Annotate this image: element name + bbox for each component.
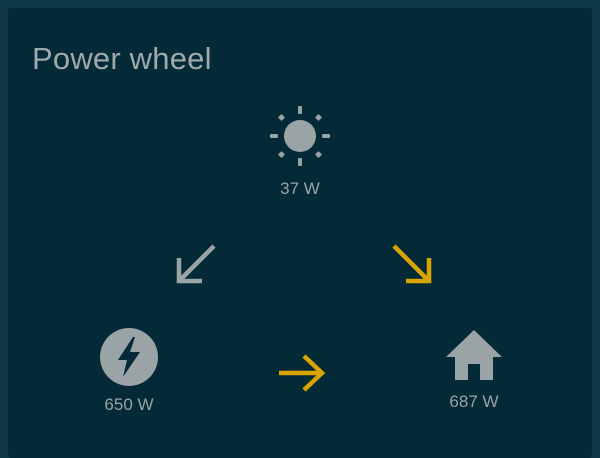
solar-power-value: 37 W (280, 179, 320, 198)
card-title: Power wheel (32, 41, 212, 76)
power-wheel-card: Power wheel 37 W (8, 8, 592, 458)
sun-icon (250, 103, 350, 169)
home-node[interactable]: 687 W (424, 327, 524, 412)
home-icon (424, 327, 524, 383)
grid-power-value: 650 W (104, 395, 154, 414)
grid-node[interactable]: 650 W (79, 327, 179, 415)
lightning-bolt-circle-icon (79, 327, 179, 387)
arrow-down-left-icon (170, 239, 222, 296)
solar-node[interactable]: 37 W (250, 103, 350, 199)
arrow-right-icon (276, 350, 328, 401)
arrow-down-right-icon (386, 239, 438, 296)
home-power-value: 687 W (449, 392, 499, 411)
